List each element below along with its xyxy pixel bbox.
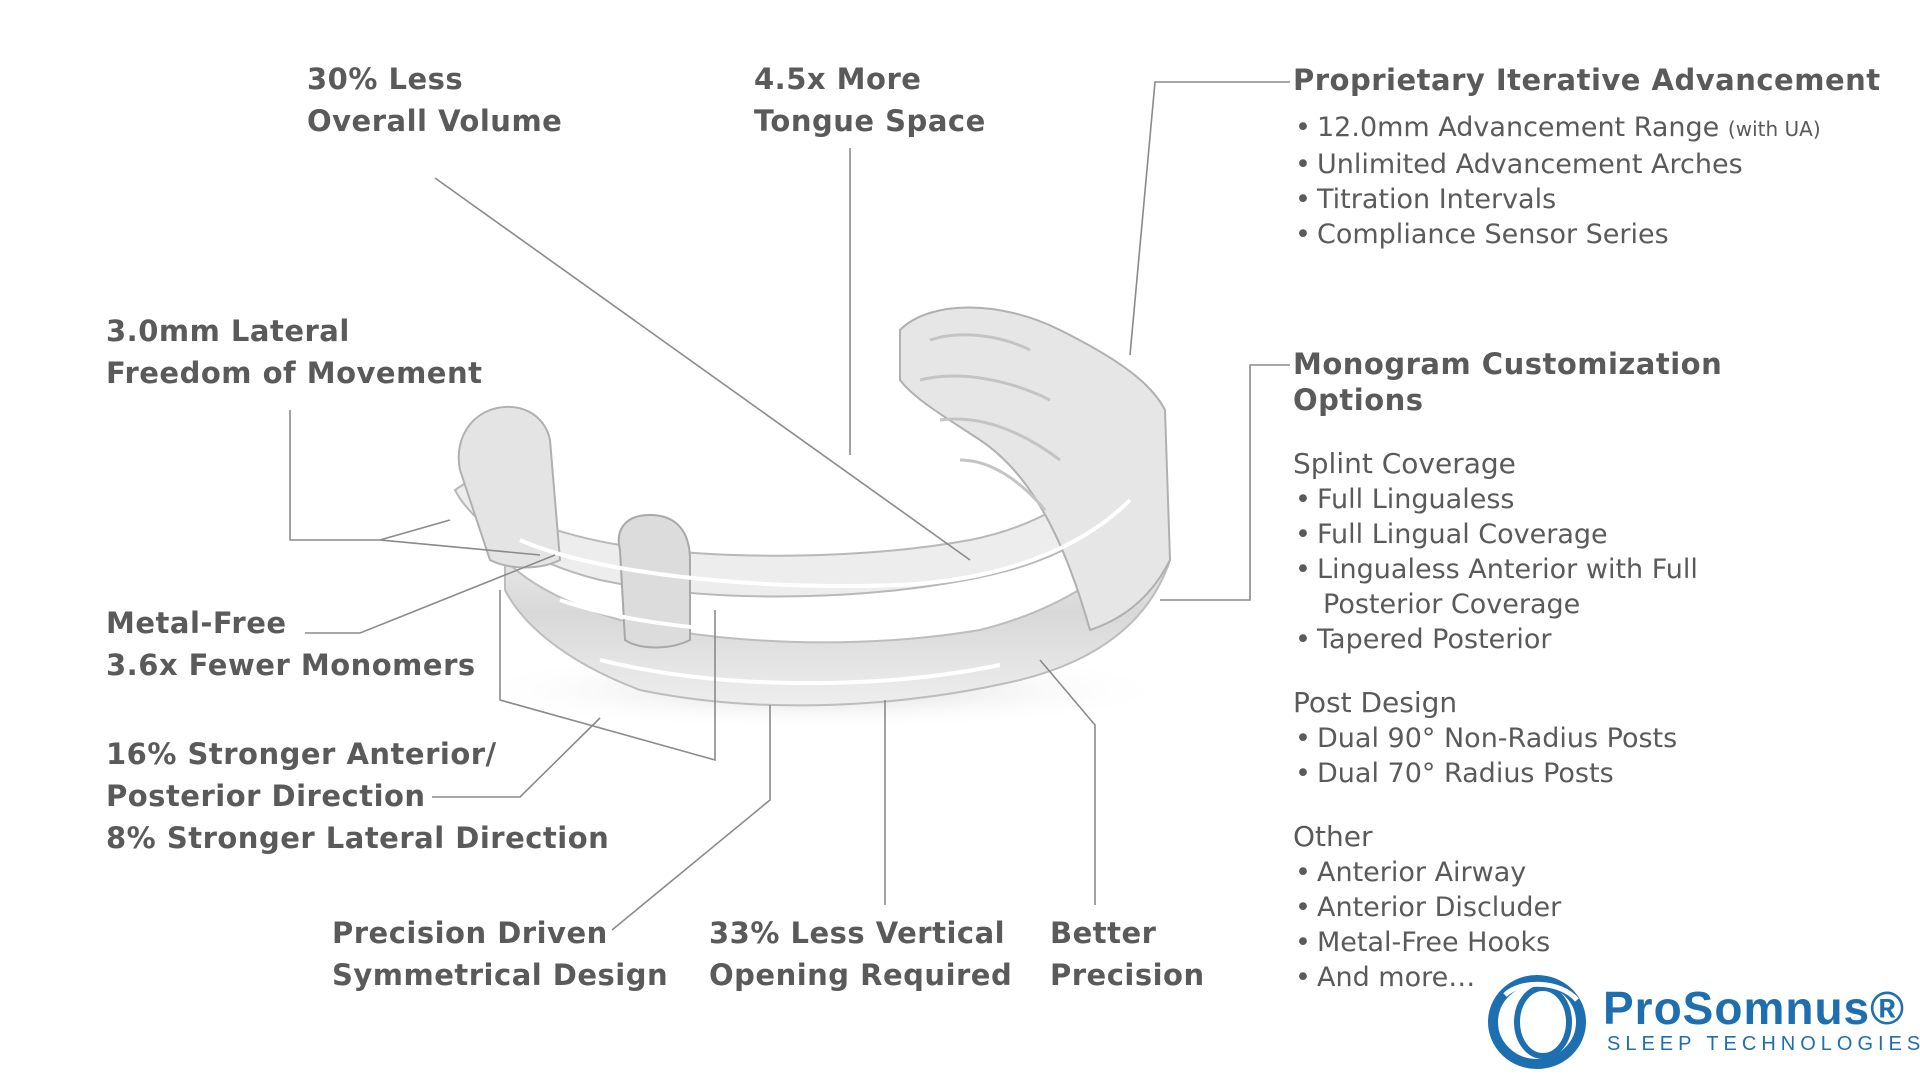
monogram-heading-line1: Monogram Customization — [1293, 347, 1723, 381]
list-item: Metal-Free Hooks — [1293, 925, 1722, 960]
splint-coverage-list: Full Lingualess Full Lingual Coverage Li… — [1293, 482, 1722, 657]
splint-coverage-title: Splint Coverage — [1293, 447, 1516, 480]
leader-stronger-a — [499, 590, 716, 762]
advancement-heading: Proprietary Iterative Advancement — [1293, 63, 1881, 97]
leader-lines — [289, 81, 1290, 931]
left-post-rail — [617, 513, 691, 649]
tray-highlights — [519, 498, 1132, 686]
leader-monogram — [1160, 364, 1290, 601]
logo-brand: ProSomnus® — [1603, 982, 1906, 1034]
callout-symmetrical-line2: Symmetrical Design — [332, 958, 669, 992]
leader-volume — [434, 177, 971, 561]
monogram-heading-line2: Options — [1293, 383, 1424, 417]
logo-tagline: SLEEP TECHNOLOGIES — [1607, 1033, 1920, 1055]
callout-metal-line2: 3.6x Fewer Monomers — [106, 648, 476, 682]
leader-lateral — [289, 410, 541, 556]
leader-advancement — [1129, 81, 1290, 356]
leader-metal — [305, 554, 556, 634]
callout-metal-free: Metal-Free 3.6x Fewer Monomers — [106, 602, 476, 686]
monogram-section: Monogram Customization Options Splint Co… — [1293, 346, 1722, 995]
callout-stronger-line1: 16% Stronger Anterior/ — [106, 737, 497, 771]
other-title: Other — [1293, 820, 1373, 853]
leader-stronger-b — [432, 717, 601, 798]
left-post — [457, 405, 562, 569]
post-design-title: Post Design — [1293, 686, 1458, 719]
callout-vertical-line2: Opening Required — [709, 958, 1013, 992]
posterior-ridges — [919, 333, 1061, 511]
callout-tongue-line1: 4.5x More — [754, 62, 922, 96]
list-item: Titration Intervals — [1293, 182, 1881, 217]
callout-tongue-space: 4.5x More Tongue Space — [754, 58, 986, 142]
callout-tongue-line2: Tongue Space — [754, 104, 986, 138]
list-item: Full Lingualess — [1293, 482, 1722, 517]
list-item: And more… — [1293, 960, 1722, 995]
prosomnus-logo: ProSomnus® SLEEP TECHNOLOGIES — [1485, 975, 1920, 1070]
list-item-continuation: Posterior Coverage — [1323, 589, 1581, 620]
callout-better-precision: Better Precision — [1050, 912, 1205, 996]
callout-stronger-line3: 8% Stronger Lateral Direction — [106, 821, 610, 855]
list-item: Dual 90° Non-Radius Posts — [1293, 721, 1722, 756]
list-item: Lingualess Anterior with Full — [1293, 552, 1722, 587]
callout-metal-line1: Metal-Free — [106, 606, 287, 640]
list-item: Tapered Posterior — [1293, 622, 1722, 657]
callout-stronger: 16% Stronger Anterior/ Posterior Directi… — [106, 733, 609, 859]
leader-precision — [1039, 659, 1096, 905]
callout-lateral-line2: Freedom of Movement — [106, 356, 483, 390]
list-item: Dual 70° Radius Posts — [1293, 756, 1722, 791]
callout-volume-line2: Overall Volume — [307, 104, 563, 138]
list-item: 12.0mm Advancement Range (with UA) — [1293, 110, 1881, 147]
callout-symmetrical-design: Precision Driven Symmetrical Design — [332, 912, 668, 996]
callout-precision-line1: Better — [1050, 916, 1157, 950]
advancement-list: 12.0mm Advancement Range (with UA) Unlim… — [1293, 110, 1881, 252]
list-item: Full Lingual Coverage — [1293, 517, 1722, 552]
list-item: Unlimited Advancement Arches — [1293, 147, 1881, 182]
logo-mark-icon — [1488, 975, 1586, 1069]
callout-vertical-line1: 33% Less Vertical — [709, 916, 1006, 950]
leader-symmetrical — [611, 705, 771, 931]
callout-symmetrical-line1: Precision Driven — [332, 916, 608, 950]
callout-stronger-line2: Posterior Direction — [106, 779, 426, 813]
callout-lateral-movement: 3.0mm Lateral Freedom of Movement — [106, 310, 482, 394]
post-design-list: Dual 90° Non-Radius Posts Dual 70° Radiu… — [1293, 721, 1722, 791]
list-item: Compliance Sensor Series — [1293, 217, 1881, 252]
other-list: Anterior Airway Anterior Discluder Metal… — [1293, 855, 1722, 995]
callout-vertical-opening: 33% Less Vertical Opening Required — [709, 912, 1012, 996]
callout-precision-line2: Precision — [1050, 958, 1205, 992]
posterior-section — [899, 306, 1172, 632]
list-item: Anterior Discluder — [1293, 890, 1722, 925]
advancement-section: Proprietary Iterative Advancement 12.0mm… — [1293, 62, 1881, 252]
callout-lateral-line1: 3.0mm Lateral — [106, 314, 350, 348]
callout-volume-line1: 30% Less — [307, 62, 464, 96]
advancement-range-note: (with UA) — [1727, 117, 1821, 141]
callout-overall-volume: 30% Less Overall Volume — [307, 58, 562, 142]
advancement-item-range: 12.0mm Advancement Range — [1317, 112, 1720, 143]
list-item: Anterior Airway — [1293, 855, 1722, 890]
